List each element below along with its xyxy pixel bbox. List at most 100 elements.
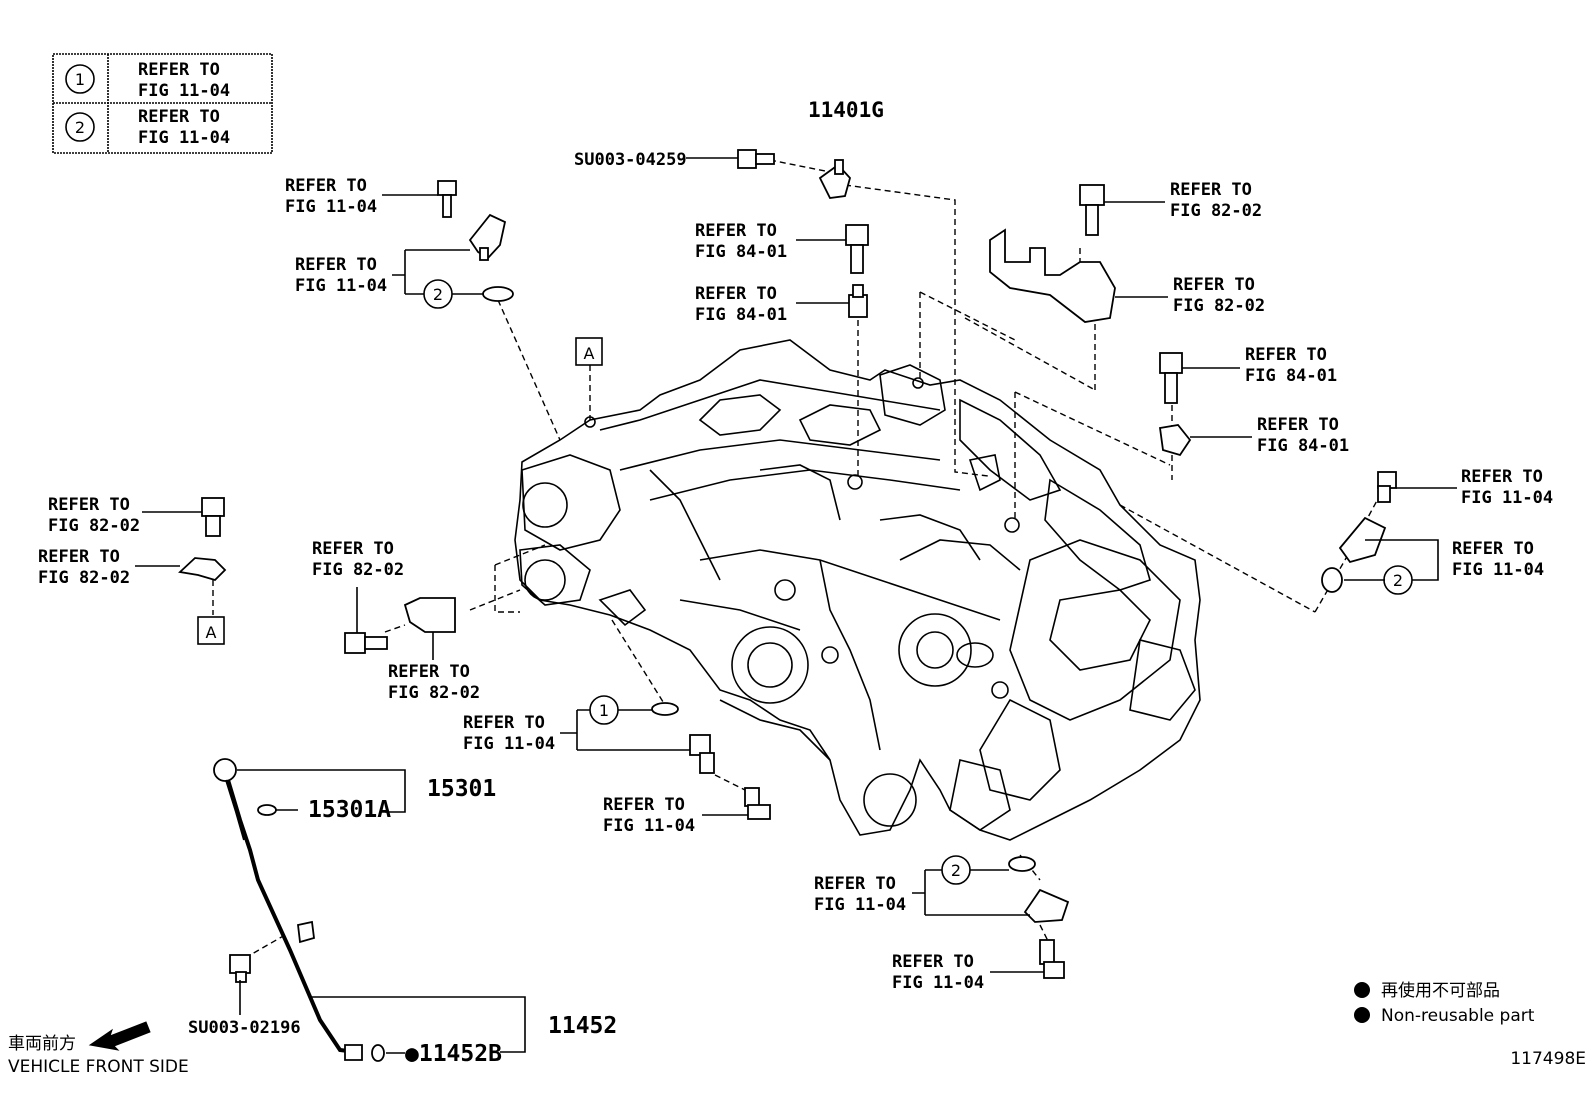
callout-c12: REFER TO FIG 82-02 bbox=[38, 547, 130, 588]
callout-line2: FIG 84-01 bbox=[695, 305, 787, 325]
legend-table: 1 REFER TO FIG 11-04 2 REFER TO FIG 11-0… bbox=[52, 53, 273, 154]
callout-c02: REFER TO FIG 11-04 bbox=[295, 255, 387, 296]
callout-line2: FIG 11-04 bbox=[1461, 488, 1553, 508]
bullet-icon bbox=[1354, 982, 1370, 998]
note-en: Non-reusable part bbox=[1381, 1006, 1535, 1026]
part-number-11452[interactable]: 11452 bbox=[548, 1013, 617, 1039]
part-number-15301[interactable]: 15301 bbox=[427, 776, 496, 802]
callout-line2: FIG 82-02 bbox=[1170, 201, 1262, 221]
callout-c04: REFER TO FIG 84-01 bbox=[695, 284, 787, 325]
o-ring-icon bbox=[257, 804, 277, 816]
note-jp: 再使用不可部品 bbox=[1381, 980, 1500, 1001]
callout-line1: REFER TO bbox=[285, 176, 367, 196]
part-number-11452B[interactable]: ●11452B bbox=[405, 1041, 502, 1067]
callout-c03: REFER TO FIG 84-01 bbox=[695, 221, 787, 262]
circle-ref-2-right: 2 bbox=[1383, 565, 1413, 595]
tube-end-icon bbox=[344, 1044, 363, 1061]
view-marker-top: A bbox=[575, 337, 603, 366]
vehicle-front-en: VEHICLE FRONT SIDE bbox=[8, 1057, 189, 1077]
o-ring-icon bbox=[651, 702, 679, 716]
part-number-11401G[interactable]: 11401G bbox=[808, 98, 884, 122]
view-marker-label: A bbox=[584, 344, 595, 363]
callout-line2: FIG 84-01 bbox=[695, 242, 787, 262]
sensor-icon bbox=[1023, 888, 1070, 923]
callout-c18: REFER TO FIG 11-04 bbox=[892, 952, 984, 993]
callout-c07: REFER TO FIG 84-01 bbox=[1245, 345, 1337, 386]
legend-symbol-2: 2 bbox=[75, 118, 85, 137]
bolt-icon bbox=[845, 224, 869, 274]
callout-line1: REFER TO bbox=[814, 874, 896, 894]
callout-c09: REFER TO FIG 11-04 bbox=[1461, 467, 1553, 508]
legend-row-2-line1: REFER TO bbox=[138, 107, 220, 127]
callout-c13: REFER TO FIG 82-02 bbox=[312, 539, 404, 580]
assembly-lines bbox=[212, 159, 1381, 959]
callout-line1: REFER TO bbox=[1452, 539, 1534, 559]
callout-line2: FIG 82-02 bbox=[48, 516, 140, 536]
callout-c16: REFER TO FIG 11-04 bbox=[603, 795, 695, 836]
callout-line2: FIG 84-01 bbox=[1245, 366, 1337, 386]
sensor-icon bbox=[818, 159, 852, 199]
circle-ref-number: 2 bbox=[1393, 571, 1403, 590]
callout-c15: REFER TO FIG 11-04 bbox=[463, 713, 555, 754]
bolt-icon bbox=[1377, 471, 1397, 503]
o-ring-icon bbox=[371, 1044, 385, 1062]
callout-line1: REFER TO bbox=[388, 662, 470, 682]
callout-line2: FIG 84-01 bbox=[1257, 436, 1349, 456]
callout-line1: REFER TO bbox=[1257, 415, 1339, 435]
callout-line1: REFER TO bbox=[312, 539, 394, 559]
callout-line1: REFER TO bbox=[892, 952, 974, 972]
o-ring-icon bbox=[1008, 856, 1036, 872]
legend-row-1-line1: REFER TO bbox=[138, 60, 220, 80]
callout-c10: REFER TO FIG 11-04 bbox=[1452, 539, 1544, 580]
bracket-icon bbox=[178, 557, 227, 582]
callout-line1: REFER TO bbox=[463, 713, 545, 733]
bolt-icon bbox=[744, 787, 771, 820]
callout-line1: REFER TO bbox=[1173, 275, 1255, 295]
circle-ref-number: 2 bbox=[433, 285, 443, 304]
bolt-icon bbox=[344, 632, 388, 654]
dipstick-icon bbox=[213, 758, 357, 1054]
sensor-icon bbox=[468, 213, 507, 261]
callout-line2: FIG 82-02 bbox=[1173, 296, 1265, 316]
callout-c05: REFER TO FIG 82-02 bbox=[1170, 180, 1262, 221]
part-number-su003-02196[interactable]: SU003-02196 bbox=[188, 1018, 301, 1038]
callout-line2: FIG 11-04 bbox=[285, 197, 377, 217]
callout-line2: FIG 82-02 bbox=[312, 560, 404, 580]
callout-c01: REFER TO FIG 11-04 bbox=[285, 176, 377, 217]
circle-ref-number: 1 bbox=[599, 701, 609, 720]
callout-line1: REFER TO bbox=[48, 495, 130, 515]
callout-c11: REFER TO FIG 82-02 bbox=[48, 495, 140, 536]
bolt-icon bbox=[1079, 184, 1105, 236]
figure-id: 117498E bbox=[1510, 1049, 1586, 1069]
bolt-icon bbox=[737, 149, 775, 169]
legend-symbol-1: 1 bbox=[75, 70, 85, 89]
callout-line1: REFER TO bbox=[295, 255, 377, 275]
callout-line1: REFER TO bbox=[603, 795, 685, 815]
callout-line1: REFER TO bbox=[38, 547, 120, 567]
view-marker-label: A bbox=[206, 623, 217, 642]
circle-ref-number: 2 bbox=[951, 861, 961, 880]
front-arrow-icon bbox=[88, 1021, 151, 1051]
callout-c08: REFER TO FIG 84-01 bbox=[1257, 415, 1349, 456]
engine-block-illustration bbox=[514, 339, 1201, 841]
vehicle-front-indicator: 車両前方 VEHICLE FRONT SIDE bbox=[8, 1021, 189, 1077]
legend-row-1-line2: FIG 11-04 bbox=[138, 81, 230, 101]
callout-line2: FIG 11-04 bbox=[1452, 560, 1544, 580]
callout-line1: REFER TO bbox=[695, 284, 777, 304]
callout-c14: REFER TO FIG 82-02 bbox=[388, 662, 480, 703]
non-reusable-note: 再使用不可部品 Non-reusable part bbox=[1354, 980, 1535, 1026]
callout-c17: REFER TO FIG 11-04 bbox=[814, 874, 906, 915]
bolt-icon bbox=[1039, 939, 1065, 979]
callout-line2: FIG 11-04 bbox=[603, 816, 695, 836]
o-ring-icon bbox=[482, 286, 514, 302]
bracket-icon bbox=[403, 597, 456, 633]
part-number-15301A[interactable]: 15301A bbox=[308, 797, 391, 823]
bolt-icon bbox=[201, 497, 225, 537]
part-number-su003-04259[interactable]: SU003-04259 bbox=[574, 150, 687, 170]
callout-line2: FIG 11-04 bbox=[463, 734, 555, 754]
callout-line1: REFER TO bbox=[1170, 180, 1252, 200]
callout-line1: REFER TO bbox=[1461, 467, 1543, 487]
callout-line2: FIG 82-02 bbox=[388, 683, 480, 703]
callout-line2: FIG 11-04 bbox=[892, 973, 984, 993]
